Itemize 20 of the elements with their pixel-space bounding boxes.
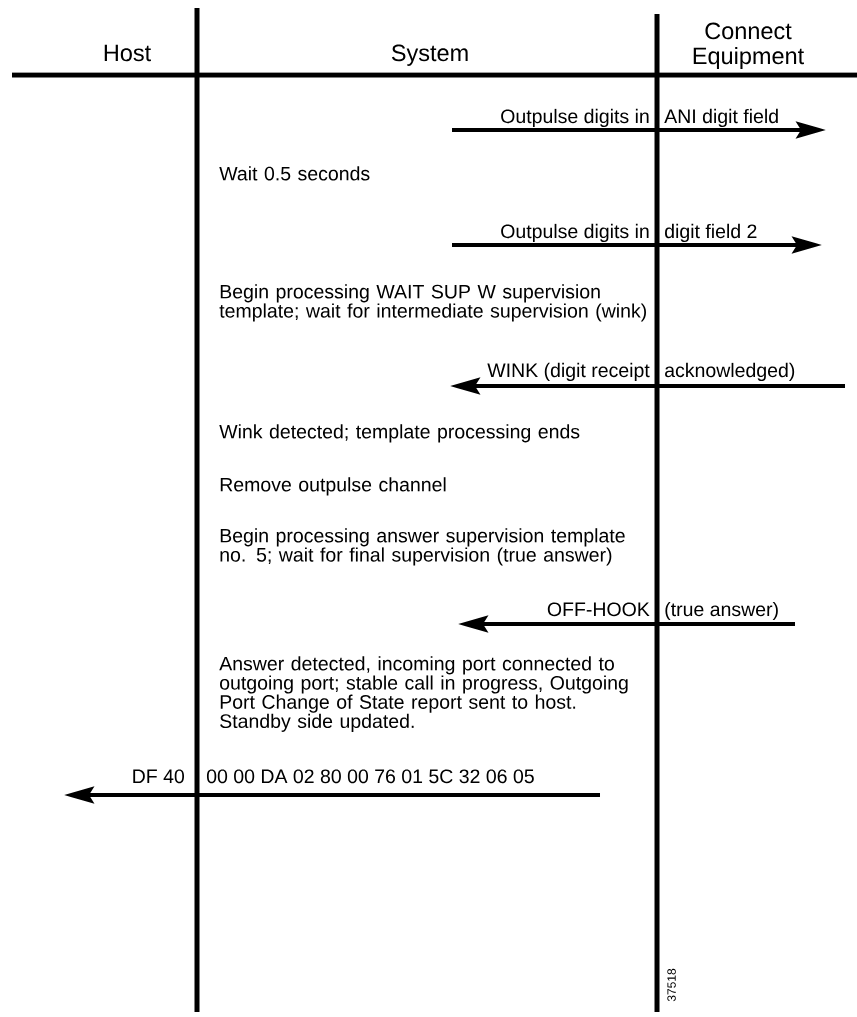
message-label: (true answer)	[665, 601, 778, 621]
column-header: System	[391, 44, 468, 66]
step-note: Answer detected, incoming port connected to outgoing port; stable call in progress, Outgoing Port Change of State report sent to host. Standby side updated.	[219, 656, 628, 732]
message-label: Outpulse digits in	[501, 223, 649, 243]
figure-number: 37518	[667, 968, 676, 1002]
step-note: Begin processing WAIT SUP W supervision template; wait for intermediate supervision (wink)	[219, 284, 646, 322]
step-note: Wait 0.5 seconds	[219, 166, 370, 181]
message-label: OFF-HOOK	[547, 602, 650, 617]
column-header: Host	[104, 44, 151, 62]
message-label: digit field 2	[665, 223, 757, 243]
message-label: DF 40	[133, 769, 184, 784]
column-header: Connect Equipment	[693, 22, 804, 69]
message-label: acknowledged)	[665, 362, 795, 382]
step-note: Wink detected; template processing ends	[219, 424, 580, 443]
step-note: Remove outpulse channel	[220, 477, 446, 496]
message-label: 00 00 DA 02 80 00 76 01 5C 32 06 05	[206, 769, 534, 784]
step-note: Begin processing answer supervision template no. 5; wait for final supervision (true answer)	[220, 528, 625, 566]
message-label: WINK (digit receipt	[487, 362, 650, 382]
message-label: ANI digit field	[664, 108, 778, 128]
message-label: Outpulse digits in	[501, 108, 649, 128]
